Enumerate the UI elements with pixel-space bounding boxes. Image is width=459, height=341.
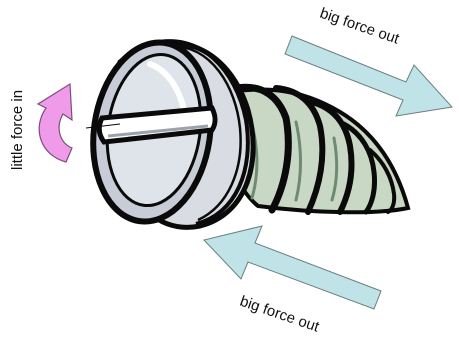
rotation-arrow-icon bbox=[38, 84, 72, 162]
label-top-right: big force out bbox=[318, 5, 402, 48]
label-bottom-right: big force out bbox=[238, 293, 322, 336]
rotation-arrow-shape bbox=[38, 84, 72, 162]
force-out-arrow-bottom bbox=[204, 226, 381, 309]
arrow-shape-bottom bbox=[204, 226, 381, 309]
label-left-vertical: little force in bbox=[9, 90, 26, 170]
